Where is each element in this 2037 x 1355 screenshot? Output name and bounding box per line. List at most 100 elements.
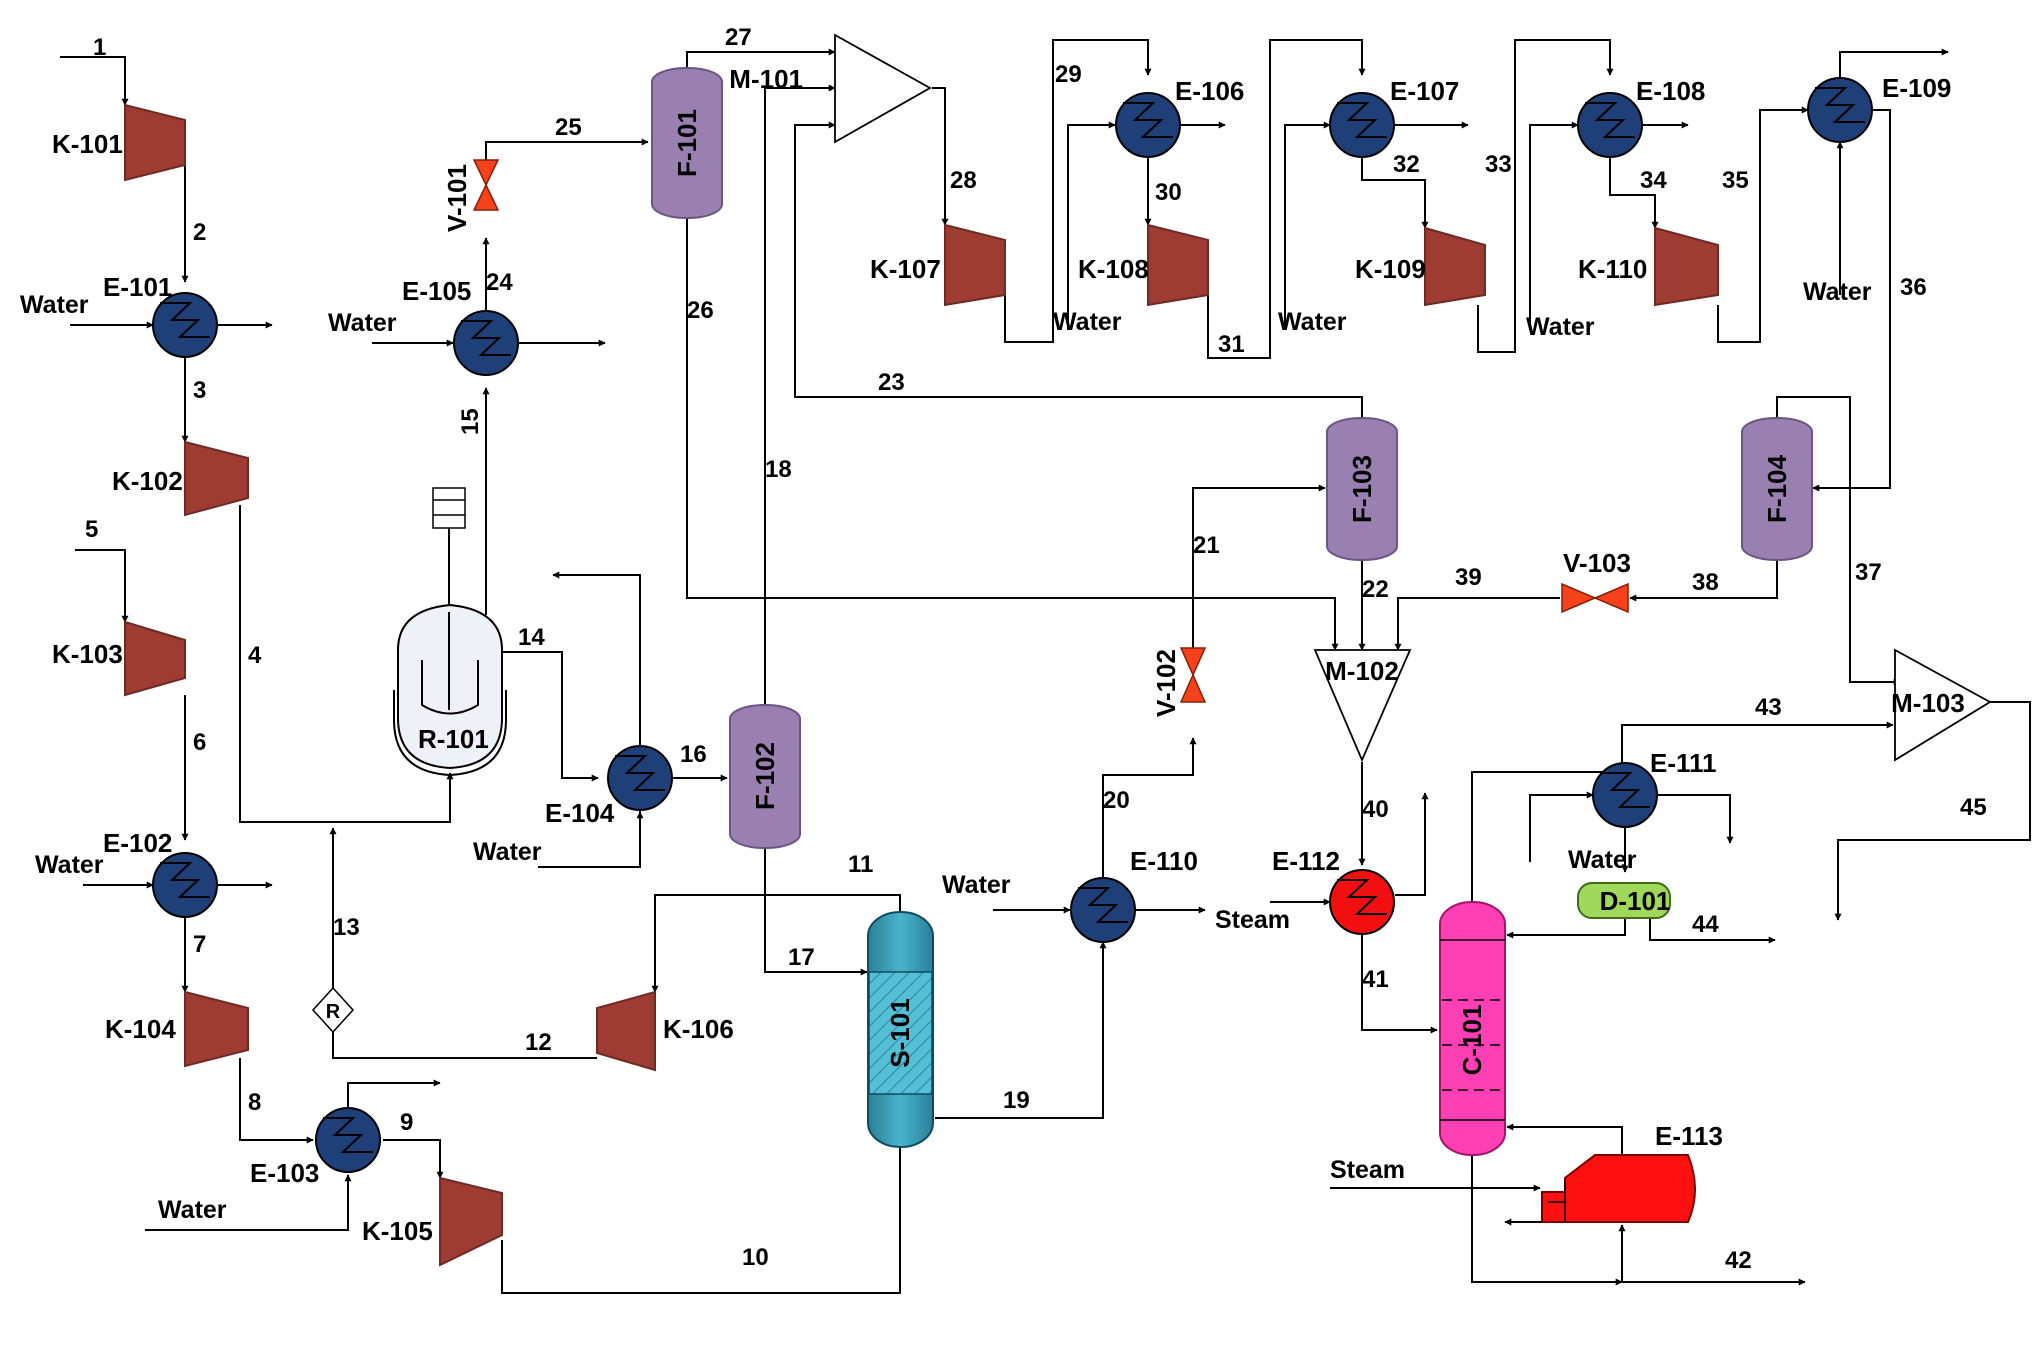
compressor-k105[interactable] bbox=[439, 1176, 503, 1267]
steam-out-e112 bbox=[1395, 792, 1429, 896]
stream-number-33: 33 bbox=[1485, 151, 1512, 178]
stream-number-43: 43 bbox=[1755, 694, 1782, 721]
compressors bbox=[124, 103, 1719, 1267]
compressor-k109[interactable] bbox=[1424, 226, 1486, 307]
flash-drum-f101[interactable] bbox=[651, 67, 723, 219]
separator-s101[interactable] bbox=[867, 911, 934, 1148]
label-k105: K-105 bbox=[362, 1216, 433, 1246]
flash-drum-f104[interactable] bbox=[1741, 417, 1813, 561]
stream-number-38: 38 bbox=[1692, 569, 1719, 596]
heat-exchanger-e103[interactable] bbox=[315, 1107, 381, 1173]
label-k102: K-102 bbox=[112, 466, 183, 496]
label-k108: K-108 bbox=[1078, 254, 1149, 284]
reflux-drum-d101[interactable] bbox=[1577, 882, 1671, 919]
label-f102: F-102 bbox=[750, 742, 780, 810]
water-label-e104: Water bbox=[473, 838, 542, 866]
water-label-e103: Water bbox=[158, 1196, 227, 1224]
compressor-k104[interactable] bbox=[184, 990, 249, 1068]
label-k110: K-110 bbox=[1578, 254, 1647, 284]
stream-number-41: 41 bbox=[1362, 966, 1389, 993]
stream-32-line bbox=[1361, 158, 1429, 229]
heat-exchanger-e111[interactable] bbox=[1592, 762, 1658, 828]
label-v101: V-101 bbox=[442, 164, 472, 232]
label-e109: E-109 bbox=[1882, 73, 1951, 103]
heat-exchanger-e106[interactable] bbox=[1115, 92, 1181, 158]
stream-number-2: 2 bbox=[193, 219, 206, 246]
stream-number-17: 17 bbox=[788, 944, 815, 971]
water-label-e111: Water bbox=[1568, 846, 1637, 874]
stream-9-line bbox=[383, 1139, 444, 1179]
heat-exchanger-e109[interactable] bbox=[1807, 77, 1873, 143]
stream-39-line bbox=[1394, 597, 1560, 651]
flash-drum-f102[interactable] bbox=[729, 704, 801, 849]
reboiler-e113[interactable] bbox=[1541, 1154, 1696, 1223]
recycle-label: R bbox=[326, 1001, 341, 1023]
heat-exchanger-e110[interactable] bbox=[1070, 877, 1136, 943]
water-in-e107 bbox=[1284, 121, 1331, 330]
valve-v102[interactable] bbox=[1179, 647, 1207, 703]
utility-labels: Water Water Water Water Water Water Wate… bbox=[20, 278, 1872, 1224]
water-out-e104 bbox=[552, 571, 641, 745]
reactor-feed-line bbox=[325, 772, 454, 823]
water-in-e111 bbox=[1529, 791, 1594, 862]
water-in-e103 bbox=[145, 1174, 352, 1231]
compressor-k102[interactable] bbox=[184, 440, 249, 517]
column-c101[interactable] bbox=[1439, 901, 1506, 1156]
compressor-k103[interactable] bbox=[124, 620, 186, 697]
label-e102: E-102 bbox=[103, 828, 172, 858]
stream-number-20: 20 bbox=[1103, 787, 1130, 814]
label-k106: K-106 bbox=[663, 1014, 734, 1044]
stream-23-line bbox=[794, 121, 1363, 418]
valve-v103[interactable] bbox=[1561, 582, 1629, 614]
stream-31-line bbox=[1207, 39, 1366, 359]
stream-10-line bbox=[501, 1121, 904, 1294]
label-e101: E-101 bbox=[103, 272, 172, 302]
mixer-m103[interactable] bbox=[1894, 648, 1992, 762]
label-r101: R-101 bbox=[418, 724, 489, 754]
stream-8-line bbox=[239, 1058, 314, 1144]
heater-e112[interactable] bbox=[1329, 869, 1395, 935]
stream-29-line bbox=[1004, 39, 1152, 343]
heat-exchanger-e102[interactable] bbox=[152, 852, 218, 918]
water-label-e110: Water bbox=[942, 871, 1011, 899]
reactor-r101[interactable] bbox=[393, 487, 507, 777]
stream-14-line bbox=[500, 651, 599, 782]
heat-exchanger-e108[interactable] bbox=[1577, 92, 1643, 158]
recycle-block[interactable]: R bbox=[311, 986, 355, 1034]
label-k101: K-101 bbox=[52, 129, 123, 159]
compressor-k101[interactable] bbox=[124, 103, 186, 182]
steam-label-e113: Steam bbox=[1330, 1156, 1405, 1184]
water-out-e103 bbox=[347, 1079, 441, 1110]
compressor-k107[interactable] bbox=[944, 223, 1006, 307]
label-e111: E-111 bbox=[1650, 748, 1717, 778]
label-e113: E-113 bbox=[1655, 1121, 1723, 1151]
water-in-e106 bbox=[1067, 121, 1116, 330]
label-d101: D-101 bbox=[1600, 886, 1671, 916]
mixer-m101[interactable] bbox=[834, 33, 932, 144]
label-f103: F-103 bbox=[1347, 455, 1377, 523]
stream-17-line bbox=[764, 848, 868, 976]
water-out-e109 bbox=[1839, 48, 1949, 77]
heat-exchanger-e104[interactable] bbox=[607, 745, 673, 811]
compressor-k106[interactable] bbox=[596, 990, 656, 1072]
label-e110: E-110 bbox=[1130, 846, 1198, 876]
valve-v101[interactable] bbox=[472, 159, 500, 211]
stream-41-line bbox=[1361, 930, 1438, 1034]
stream-number-6: 6 bbox=[193, 729, 206, 756]
heat-exchanger-e105[interactable] bbox=[453, 310, 519, 376]
label-k107: K-107 bbox=[870, 254, 941, 284]
label-m101: M-101 bbox=[729, 64, 803, 94]
stream-number-8: 8 bbox=[248, 1089, 261, 1116]
stream-34-line bbox=[1609, 158, 1659, 229]
compressor-k108[interactable] bbox=[1147, 223, 1209, 307]
heat-exchanger-e101[interactable] bbox=[152, 292, 218, 358]
stream-number-7: 7 bbox=[193, 931, 206, 958]
heat-exchanger-e107[interactable] bbox=[1329, 92, 1395, 158]
label-f101: F-101 bbox=[672, 109, 702, 177]
mixer-m102[interactable] bbox=[1313, 649, 1412, 763]
flash-drum-f103[interactable] bbox=[1326, 417, 1398, 561]
stream-38-line bbox=[1629, 560, 1778, 602]
compressor-k110[interactable] bbox=[1654, 226, 1719, 307]
stream-number-45: 45 bbox=[1960, 794, 1987, 821]
stream-number-9: 9 bbox=[400, 1109, 413, 1136]
